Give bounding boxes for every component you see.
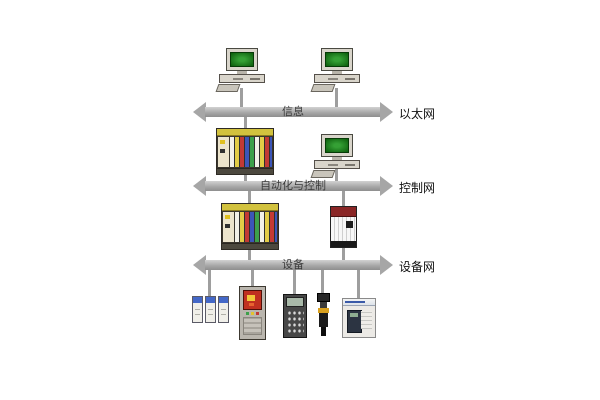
connector-line bbox=[240, 88, 243, 112]
bus-label: 设备 bbox=[282, 258, 304, 271]
connector-line bbox=[321, 265, 324, 295]
net-label-control: 控制网 bbox=[399, 181, 436, 195]
plc-base-rail bbox=[331, 241, 356, 247]
plc-top-band bbox=[331, 207, 356, 217]
drive-top-strip bbox=[343, 299, 375, 306]
terminal-block bbox=[192, 296, 203, 323]
connector-line bbox=[248, 186, 251, 206]
rack-cards bbox=[235, 212, 277, 242]
arrow-left-icon bbox=[193, 255, 206, 275]
desktop-computer-icon bbox=[310, 48, 360, 92]
connector-line bbox=[335, 88, 338, 112]
connector-line bbox=[342, 186, 345, 208]
bus-body bbox=[205, 181, 381, 191]
monitor-icon bbox=[226, 48, 258, 71]
panel-leds bbox=[240, 312, 265, 315]
rack-cards bbox=[230, 137, 272, 167]
rack-bottom bbox=[222, 243, 278, 249]
keypad-keys bbox=[286, 309, 304, 335]
connector-line bbox=[244, 170, 247, 186]
arrow-right-icon bbox=[380, 102, 393, 122]
drive-icon bbox=[342, 298, 376, 338]
sensor-cable bbox=[320, 327, 326, 336]
connector-line bbox=[248, 246, 251, 265]
monitor-screen bbox=[325, 52, 349, 67]
net-label-ethernet: 以太网 bbox=[399, 107, 436, 121]
rack-power-supply bbox=[218, 137, 229, 167]
keyboard-icon bbox=[310, 84, 336, 92]
sensor-neck bbox=[319, 302, 327, 308]
bus-label: 自动化与控制 bbox=[260, 179, 326, 192]
drive-front-panel bbox=[347, 310, 362, 333]
terminal-block bbox=[218, 296, 229, 323]
sensor-icon bbox=[316, 293, 330, 336]
desktop-computer-icon bbox=[310, 134, 360, 178]
arrow-left-icon bbox=[193, 102, 206, 122]
control-bus: 自动化与控制 bbox=[193, 176, 393, 196]
sensor-body bbox=[318, 313, 328, 327]
arrow-right-icon bbox=[380, 176, 393, 196]
compact-plc-icon bbox=[330, 206, 357, 248]
keyboard-icon bbox=[310, 170, 336, 178]
connector-line bbox=[357, 265, 360, 300]
bus-body bbox=[205, 107, 381, 117]
connector-line bbox=[208, 265, 211, 298]
plc-rack-icon bbox=[221, 203, 279, 250]
rack-body bbox=[222, 211, 278, 243]
ethernet-bus: 信息 bbox=[193, 102, 393, 122]
rack-body bbox=[217, 136, 273, 168]
monitor-icon bbox=[321, 134, 353, 157]
computer-case bbox=[314, 160, 360, 169]
rack-bottom bbox=[217, 168, 273, 174]
bus-label: 信息 bbox=[282, 105, 304, 118]
panel-display bbox=[243, 290, 262, 310]
computer-case bbox=[219, 74, 265, 83]
bus-body bbox=[205, 260, 381, 270]
sensor-head bbox=[316, 293, 330, 302]
connector-line bbox=[244, 112, 247, 132]
monitor-stand bbox=[237, 71, 247, 74]
sensor-nut bbox=[317, 308, 329, 313]
rack-power-supply bbox=[223, 212, 234, 242]
monitor-stand bbox=[332, 157, 342, 160]
rack-top bbox=[217, 129, 273, 136]
plc-rack-icon bbox=[216, 128, 274, 175]
net-label-device: 设备网 bbox=[399, 260, 436, 274]
keypad-icon bbox=[283, 294, 307, 338]
plc-modules bbox=[331, 217, 356, 241]
monitor-screen bbox=[325, 138, 349, 153]
operator-panel-icon bbox=[239, 286, 266, 340]
connector-line bbox=[335, 168, 338, 186]
monitor-screen bbox=[230, 52, 254, 67]
keyboard-icon bbox=[215, 84, 241, 92]
drive-vents bbox=[361, 311, 372, 329]
connector-line bbox=[251, 265, 254, 288]
rack-top bbox=[222, 204, 278, 211]
connector-line bbox=[342, 244, 345, 265]
monitor-icon bbox=[321, 48, 353, 71]
monitor-stand bbox=[332, 71, 342, 74]
terminal-blocks-icon bbox=[192, 296, 229, 323]
panel-keys bbox=[243, 317, 262, 335]
desktop-computer-icon bbox=[215, 48, 265, 92]
keypad-display bbox=[286, 297, 304, 307]
computer-case bbox=[314, 74, 360, 83]
arrow-right-icon bbox=[380, 255, 393, 275]
device-bus: 设备 bbox=[193, 255, 393, 275]
terminal-block bbox=[205, 296, 216, 323]
arrow-left-icon bbox=[193, 176, 206, 196]
connector-line bbox=[293, 265, 296, 296]
